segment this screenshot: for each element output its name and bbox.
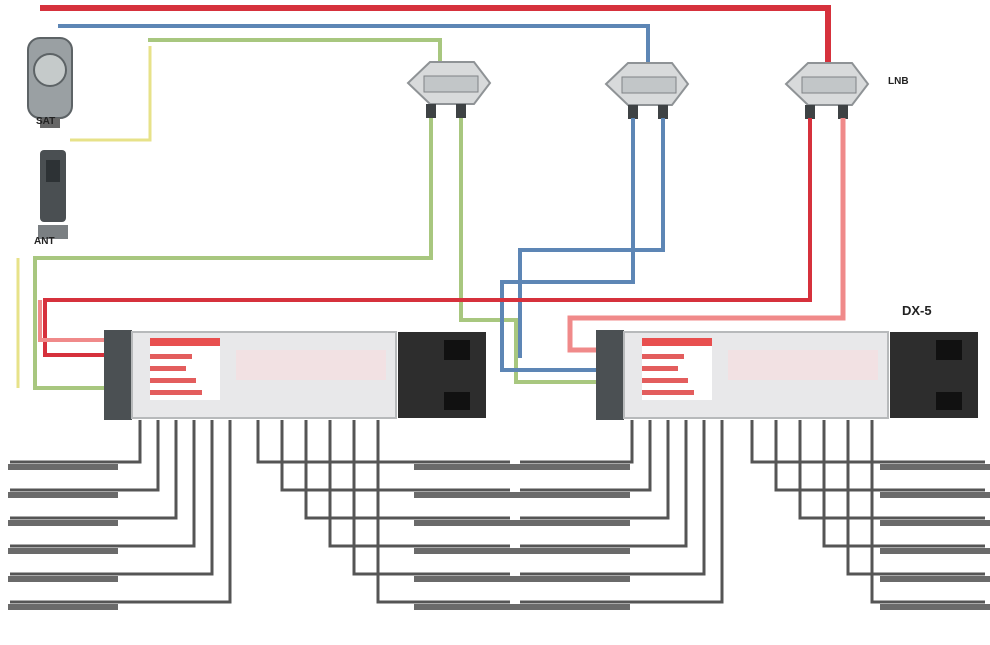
output-port-label bbox=[880, 604, 990, 610]
output-port-label bbox=[520, 492, 630, 498]
green-trunk-line bbox=[148, 38, 442, 62]
output-port-label bbox=[414, 576, 524, 582]
green-to-right-switch bbox=[459, 118, 598, 384]
output-port-label bbox=[414, 492, 524, 498]
output-cable bbox=[10, 420, 160, 492]
output-cable bbox=[10, 420, 178, 520]
output-port-label bbox=[520, 520, 630, 526]
output-cable bbox=[256, 420, 510, 464]
antenna-label: ANT bbox=[34, 236, 55, 247]
dx5-label: DX-5 bbox=[902, 303, 932, 318]
yellow-local-line bbox=[70, 46, 152, 142]
output-port-label bbox=[520, 464, 630, 470]
satellite-dish-icon bbox=[27, 37, 73, 128]
output-cable bbox=[10, 420, 214, 576]
blue-feed-line-a bbox=[500, 118, 635, 372]
output-port-label bbox=[414, 548, 524, 554]
output-port-label bbox=[880, 548, 990, 554]
output-cable bbox=[520, 420, 724, 604]
splitter-middle-icon bbox=[604, 62, 690, 119]
output-port-label bbox=[8, 464, 118, 470]
output-cable bbox=[10, 420, 232, 604]
pink-feed-line-a bbox=[567, 118, 846, 353]
output-port-label bbox=[8, 492, 118, 498]
output-port-label bbox=[414, 520, 524, 526]
sat-label: SAT bbox=[36, 116, 56, 127]
output-port-label bbox=[414, 604, 524, 610]
lnb-label: LNB bbox=[888, 76, 909, 87]
output-port-label bbox=[8, 548, 118, 554]
output-cable bbox=[750, 420, 985, 464]
right-switch-outputs bbox=[520, 420, 990, 610]
output-port-label bbox=[8, 604, 118, 610]
output-port-label bbox=[520, 576, 630, 582]
output-port-label bbox=[880, 520, 990, 526]
output-cable bbox=[520, 420, 706, 576]
output-cable bbox=[846, 420, 985, 576]
output-cable bbox=[520, 420, 652, 492]
output-port-label bbox=[8, 576, 118, 582]
output-cable bbox=[870, 420, 985, 604]
output-cable bbox=[520, 420, 670, 520]
output-cable bbox=[822, 420, 985, 548]
output-cable bbox=[376, 420, 510, 604]
output-cable bbox=[10, 420, 142, 464]
output-cable bbox=[798, 420, 985, 520]
antenna-device-icon bbox=[38, 150, 68, 239]
output-cable bbox=[774, 420, 985, 492]
left-switch-outputs bbox=[8, 420, 524, 610]
output-port-label bbox=[880, 492, 990, 498]
output-port-label bbox=[520, 548, 630, 554]
output-port-label bbox=[520, 604, 630, 610]
output-cable bbox=[520, 420, 634, 464]
pink-feed-line-b bbox=[38, 300, 105, 342]
red-trunk-line bbox=[40, 5, 831, 65]
output-cable bbox=[328, 420, 510, 548]
output-cable bbox=[304, 420, 510, 520]
output-cable bbox=[280, 420, 510, 492]
multiswitch-left bbox=[104, 330, 486, 420]
green-feed-line bbox=[33, 118, 433, 390]
splitter-left-icon bbox=[406, 61, 492, 118]
output-port-label bbox=[880, 576, 990, 582]
blue-trunk-line bbox=[58, 24, 650, 62]
multiswitch-right bbox=[596, 330, 978, 420]
output-port-label bbox=[8, 520, 118, 526]
blue-feed-line-b bbox=[518, 118, 665, 358]
output-cable bbox=[520, 420, 688, 548]
output-port-label bbox=[414, 464, 524, 470]
output-cable bbox=[10, 420, 196, 548]
splitter-right-icon bbox=[784, 62, 870, 119]
red-feed-line-a bbox=[43, 118, 812, 357]
output-cable bbox=[352, 420, 510, 576]
output-port-label bbox=[880, 464, 990, 470]
